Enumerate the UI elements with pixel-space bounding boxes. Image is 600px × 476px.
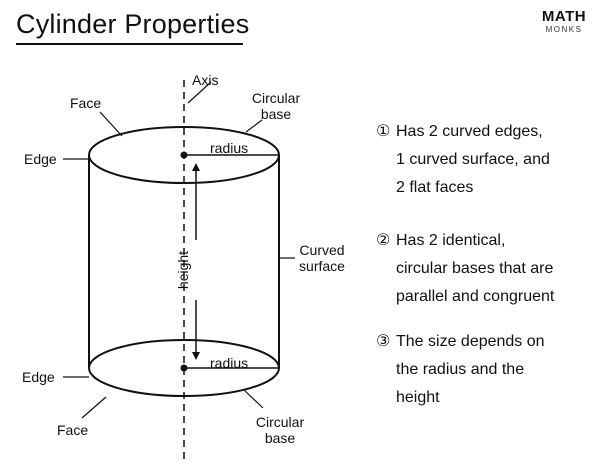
circular-base-bottom-leader: [243, 389, 264, 409]
circular-base-top-line1: Circular: [251, 90, 301, 106]
title-underline: [16, 43, 243, 45]
property-number-1: ①: [376, 123, 391, 140]
circular-base-bottom-label: Circular base: [250, 414, 310, 446]
face-top-leader: [99, 111, 123, 137]
edge-bottom-label: Edge: [22, 369, 55, 385]
height-label: height: [175, 250, 191, 290]
property-number-3: ③: [376, 333, 391, 350]
circular-base-top-line2: base: [260, 106, 292, 122]
property-2-line-3: parallel and congruent: [396, 288, 555, 305]
logo-word-monks: MONKS: [545, 25, 583, 34]
height-arrow: [192, 163, 200, 360]
face-bottom-leader: [81, 396, 107, 419]
property-item-2: ② Has 2 identical, circular bases that a…: [376, 227, 591, 311]
property-item-1: ① Has 2 curved edges, 1 curved surface, …: [376, 118, 591, 202]
radius-bottom-label: radius: [210, 355, 249, 371]
axis-label: Axis: [192, 72, 219, 88]
circular-base-bottom-line1: Circular: [255, 414, 305, 430]
property-1-line-1: Has 2 curved edges,: [396, 123, 543, 140]
axis-leader: [187, 81, 212, 104]
face-bottom-label: Face: [57, 422, 89, 438]
logo-word-math: MATH: [541, 8, 587, 25]
curved-surface-label: Curved surface: [292, 242, 352, 274]
property-1-line-2: 1 curved surface, and: [396, 151, 550, 168]
circular-base-top-label: Circular base: [246, 90, 306, 122]
property-2-line-1: Has 2 identical,: [396, 232, 506, 249]
property-3-line-3: height: [396, 389, 440, 406]
edge-top-label: Edge: [24, 151, 57, 167]
property-3-line-1: The size depends on: [396, 333, 545, 350]
property-item-3: ③ The size depends on the radius and the…: [376, 328, 591, 412]
face-top-label: Face: [70, 95, 102, 111]
circular-base-bottom-line2: base: [264, 430, 296, 446]
page-title: Cylinder Properties: [16, 9, 250, 39]
curved-surface-line1: Curved: [299, 242, 345, 258]
math-monks-logo: MATH MONKS: [537, 9, 591, 39]
radius-top-label: radius: [210, 140, 249, 156]
property-1-line-3: 2 flat faces: [396, 179, 474, 196]
circular-base-top-leader: [245, 119, 263, 133]
property-2-line-2: circular bases that are: [396, 260, 554, 277]
curved-surface-line2: surface: [299, 258, 345, 274]
property-number-2: ②: [376, 232, 391, 249]
property-3-line-2: the radius and the: [396, 361, 525, 378]
